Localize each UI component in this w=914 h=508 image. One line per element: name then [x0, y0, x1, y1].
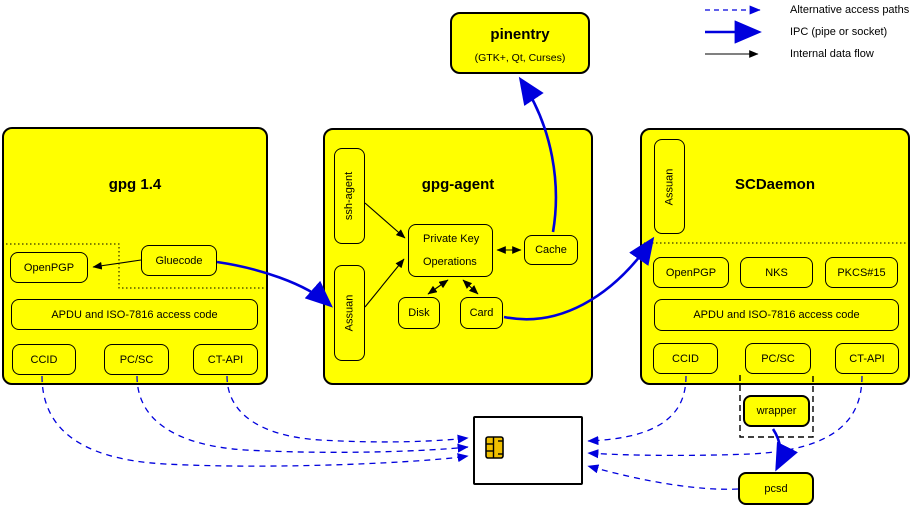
scdaemon-openpgp-node: OpenPGP: [653, 257, 729, 288]
gpg14-ctapi-node: CT-API: [193, 344, 258, 375]
wrapper-node: wrapper: [743, 395, 810, 427]
pinentry-subtitle: (GTK+, Qt, Curses): [474, 52, 566, 64]
gpgagent-assuan-label: Assuan: [343, 294, 356, 332]
gpgagent-cache-node: Cache: [524, 235, 578, 265]
smartcard-chip-icon: [485, 436, 504, 464]
scdaemon-nks-label: NKS: [765, 266, 788, 279]
ipc-wrapper-to-pcsd: [771, 428, 798, 472]
scdaemon-ccid-label: CCID: [672, 352, 699, 365]
gpg14-apdu-label: APDU and ISO-7816 access code: [51, 308, 218, 321]
gpg14-openpgp-node: OpenPGP: [10, 252, 88, 283]
privatekeyops-line1: Private Key: [423, 232, 480, 245]
scdaemon-ctapi-node: CT-API: [835, 343, 899, 374]
gpgagent-cache-label: Cache: [535, 244, 567, 256]
scdaemon-ctapi-label: CT-API: [849, 352, 885, 365]
gpg-agent-title: gpg-agent: [421, 176, 495, 193]
wrapper-label: wrapper: [756, 405, 797, 417]
pinentry-title: pinentry: [490, 26, 550, 43]
pcsd-node: pcsd: [738, 472, 814, 505]
pcsd-label: pcsd: [764, 482, 788, 495]
privatekeyops-line2: Operations: [423, 255, 477, 268]
scdaemon-openpgp-label: OpenPGP: [665, 266, 717, 279]
scdaemon-title: SCDaemon: [734, 176, 816, 193]
scdaemon-pcsc-label: PC/SC: [761, 352, 795, 365]
gpgagent-privatekeyops-node: Private Key Operations: [408, 224, 493, 277]
scdaemon-pcsc-node: PC/SC: [745, 343, 811, 374]
gpg14-ccid-label: CCID: [30, 353, 58, 366]
alt-scdaemon-ccid-to-card: [587, 375, 687, 446]
gpg14-ctapi-label: CT-API: [207, 353, 244, 366]
gpg14-pcsc-label: PC/SC: [119, 353, 154, 366]
alt-gpg14-ctapi-to-card: [226, 375, 469, 444]
scdaemon-assuan-label: Assuan: [663, 168, 676, 205]
gpg14-gluecode-label: Gluecode: [155, 254, 203, 267]
scdaemon-nks-node: NKS: [740, 257, 813, 288]
scdaemon-apdu-node: APDU and ISO-7816 access code: [654, 299, 899, 331]
gpgagent-disk-node: Disk: [398, 297, 440, 329]
gpgagent-sshagent-label: ssh-agent: [343, 171, 356, 221]
alt-pcsd-to-card: [587, 464, 739, 490]
scdaemon-assuan-node: Assuan: [654, 139, 685, 234]
gpg14-apdu-node: APDU and ISO-7816 access code: [11, 299, 258, 330]
scdaemon-apdu-label: APDU and ISO-7816 access code: [693, 309, 860, 321]
gpg14-openpgp-label: OpenPGP: [23, 261, 75, 274]
scdaemon-pkcs15-node: PKCS#15: [825, 257, 898, 288]
gpgagent-assuan-node: Assuan: [334, 265, 365, 361]
alt-gpg14-pcsc-to-card: [136, 375, 469, 453]
legend-label-internal: Internal data flow: [790, 48, 874, 60]
alt-scdaemon-ctapi-to-card: [587, 375, 863, 459]
pinentry-box: pinentry (GTK+, Qt, Curses): [450, 12, 590, 74]
scdaemon-pkcs15-label: PKCS#15: [837, 266, 886, 279]
gpgagent-card-node: Card: [460, 297, 503, 329]
gpgagent-sshagent-node: ssh-agent: [334, 148, 365, 244]
alt-gpg14-ccid-to-card: [41, 375, 469, 467]
gpgagent-card-label: Card: [469, 307, 494, 319]
gpg14-title: gpg 1.4: [108, 176, 162, 193]
gpgagent-disk-label: Disk: [408, 307, 430, 319]
legend-label-ipc: IPC (pipe or socket): [790, 26, 888, 38]
gpg14-pcsc-node: PC/SC: [104, 344, 169, 375]
gpg14-gluecode-node: Gluecode: [141, 245, 217, 276]
gpg14-ccid-node: CCID: [12, 344, 76, 375]
scdaemon-box: [640, 128, 910, 385]
scdaemon-ccid-node: CCID: [653, 343, 718, 374]
legend-label-alternative: Alternative access paths: [790, 4, 910, 16]
